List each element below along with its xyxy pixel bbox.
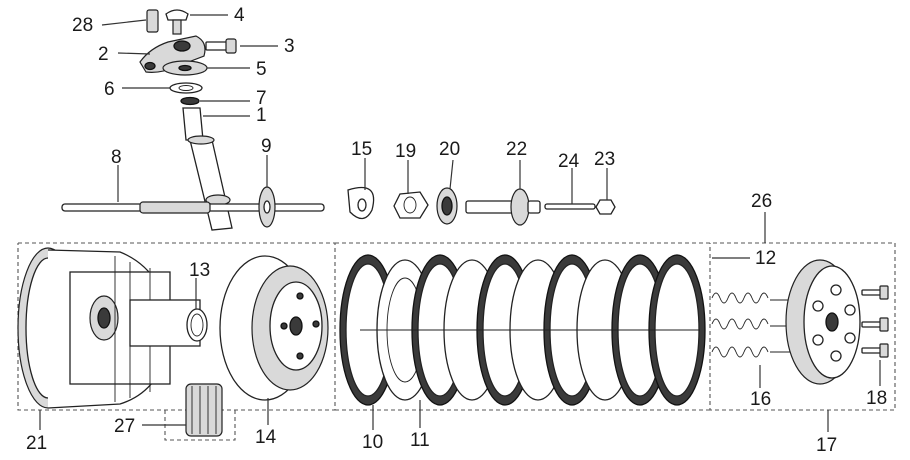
callout-3: 3 bbox=[284, 36, 295, 57]
callout-23: 23 bbox=[594, 149, 615, 170]
gear-27 bbox=[185, 383, 223, 437]
bolts-18 bbox=[861, 285, 889, 358]
callout-6: 6 bbox=[104, 79, 115, 100]
clutch-hub bbox=[219, 255, 329, 401]
callout-11: 11 bbox=[410, 430, 430, 451]
callout-28: 28 bbox=[72, 15, 93, 36]
callout-14: 14 bbox=[255, 427, 277, 448]
callout-10: 10 bbox=[362, 432, 383, 453]
callout-18: 18 bbox=[866, 388, 887, 409]
callout-16: 16 bbox=[750, 389, 771, 410]
callout-4: 4 bbox=[234, 5, 245, 26]
callout-8: 8 bbox=[111, 147, 122, 168]
callout-20: 20 bbox=[439, 139, 460, 160]
callout-13: 13 bbox=[189, 260, 210, 281]
callout-22: 22 bbox=[506, 139, 527, 160]
callout-24: 24 bbox=[558, 151, 580, 172]
callout-17: 17 bbox=[816, 435, 837, 456]
release-lever-assembly bbox=[139, 9, 237, 231]
ring-13 bbox=[186, 308, 208, 342]
clutch-basket bbox=[17, 247, 201, 409]
push-rod-row bbox=[61, 186, 616, 228]
callout-2: 2 bbox=[98, 44, 109, 65]
callout-12: 12 bbox=[755, 248, 776, 269]
callout-5: 5 bbox=[256, 59, 267, 80]
callout-labels: 28 4 2 3 5 6 7 1 8 9 15 19 20 22 24 23 2… bbox=[26, 5, 887, 456]
callout-1: 1 bbox=[256, 105, 267, 126]
callout-9: 9 bbox=[261, 136, 272, 157]
callout-15: 15 bbox=[351, 139, 372, 160]
leader-lines bbox=[39, 14, 881, 432]
callout-26: 26 bbox=[751, 191, 772, 212]
pressure-plate bbox=[785, 259, 861, 385]
callout-7: 7 bbox=[256, 88, 267, 109]
callout-19: 19 bbox=[395, 141, 416, 162]
callout-21: 21 bbox=[26, 433, 47, 454]
clutch-plates bbox=[339, 254, 706, 406]
callout-27: 27 bbox=[114, 416, 135, 437]
